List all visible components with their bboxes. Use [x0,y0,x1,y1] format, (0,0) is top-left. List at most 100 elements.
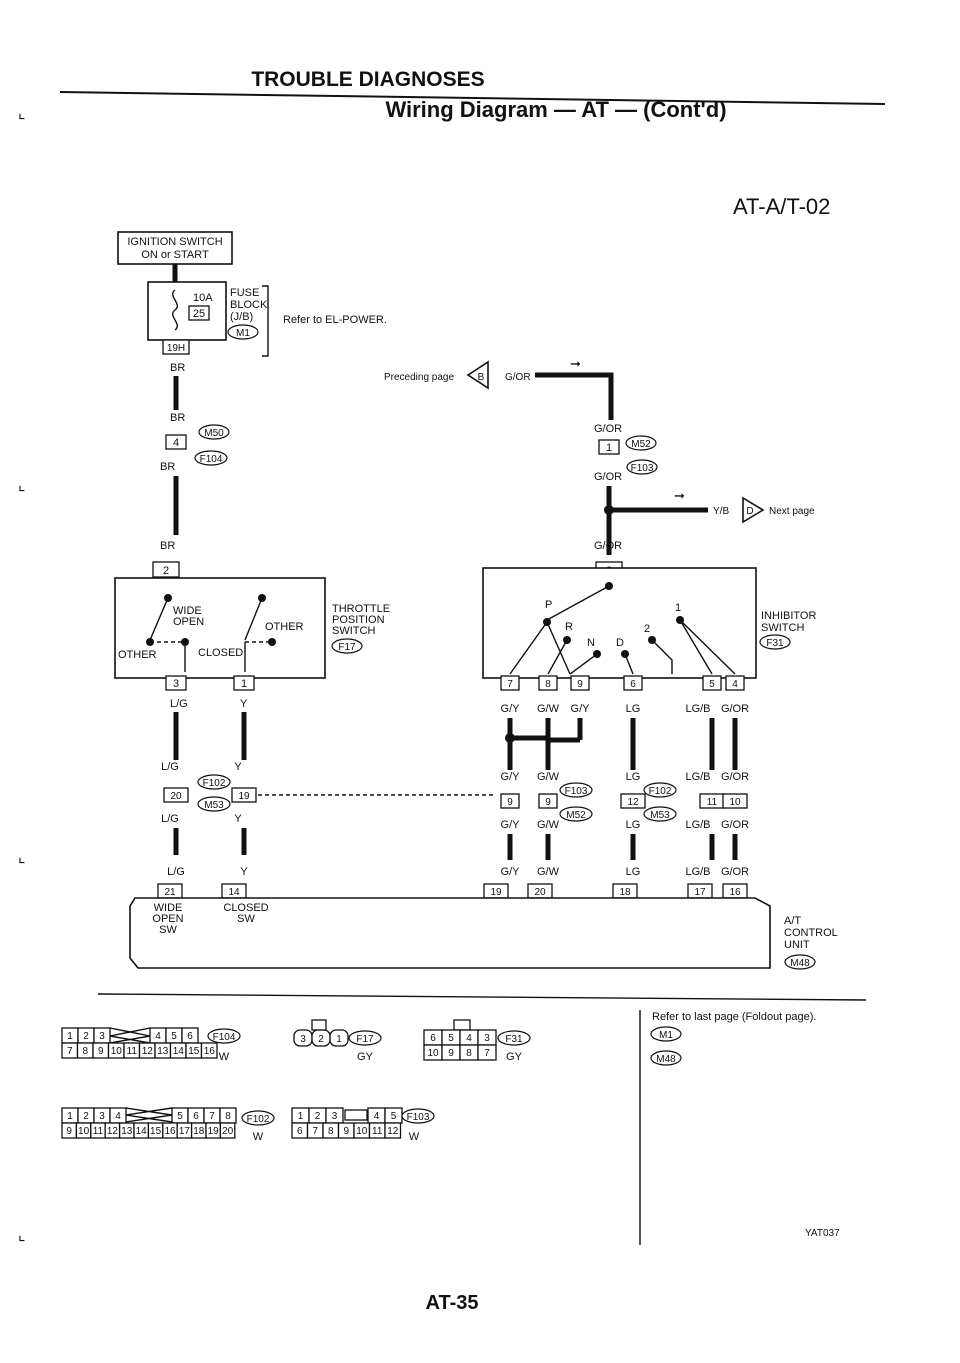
pos-2: 2 [644,623,650,635]
f31-oval [759,634,791,650]
f103-id: F103 [407,1112,430,1123]
mid-conn-m53-oval [197,796,231,812]
mid-right-wire-top: G/Y [501,771,521,783]
inhibitor-inner-wires [509,619,736,675]
throttle-contact-icon [268,638,276,646]
throttle-name-1: THROTTLE [332,603,390,615]
tcm-pin: 18 [619,887,631,898]
throttle-other-left: OTHER [118,649,157,661]
tcm-pin: 14 [228,887,240,898]
mid-left-pin-box [231,787,257,803]
wide-sw-1: WIDE [154,902,183,914]
f102-pin: 20 [222,1126,234,1137]
throttle-position-switch: THROTTLE POSITION SWITCH F17 WIDE OPEN O… [114,577,390,760]
f102-pin: 2 [83,1111,89,1122]
throttle-inner-wires [184,642,246,672]
f104-pin: 11 [127,1046,138,1057]
f17-pin: 2 [318,1034,324,1045]
f103-pin: 6 [297,1126,303,1137]
throttle-conn: F17 [338,642,356,653]
f17-pin: 1 [336,1034,342,1045]
f102-pin: 14 [136,1126,148,1137]
at-control-unit: A/T CONTROL UNIT M48 WIDE OPEN SW CLOSED… [129,897,838,970]
fuse-amp: 10A [193,292,213,304]
inhibitor-wire: G/Y [501,703,521,715]
f103-pin: 11 [372,1126,383,1137]
pos-n: N [587,637,595,649]
inhibitor-pin-box [702,675,722,691]
section-divider [97,993,867,1001]
throttle-wire-b: Y [240,698,248,710]
binder-mark: ⌞ [18,105,26,122]
f103-pin: 2 [315,1111,321,1122]
f103-pin: 10 [356,1126,368,1137]
mid-right-wire-bot: G/Y [501,819,521,831]
m50-oval [198,424,230,440]
f104-pin: 4 [155,1031,161,1042]
f104-id: F104 [213,1032,236,1043]
f31-pin: 10 [427,1048,439,1059]
next-arrow-icon [742,496,765,524]
f103-pin: 12 [387,1126,399,1137]
inhibitor-pin: 7 [507,679,513,690]
mid-right-pin: 9 [507,797,513,808]
fuse-conn: M1 [236,328,250,339]
f102-pin: 8 [225,1111,231,1122]
throttle-wide-2: OPEN [173,616,204,628]
preceding-letter: B [478,372,485,383]
wire-br-2: BR [170,412,185,424]
inhibitor-pin: 8 [545,679,551,690]
ignition-label-1: IGNITION SWITCH [127,236,222,248]
wire-gor-2: G/OR [594,423,622,435]
f104-pin: 13 [157,1046,169,1057]
f104-pin: 6 [187,1031,193,1042]
mid-conn-m53-r-oval [643,806,677,822]
f102-pin: 15 [150,1126,162,1137]
pin-19h: 19H [167,343,185,354]
mid-conn-m53-r: M53 [650,810,670,821]
mid-wire-bot: L/G [161,813,179,825]
tcm-pin: 20 [534,887,546,898]
f31-id: F31 [505,1034,523,1045]
f17-cell [329,1029,349,1047]
mid-conn-f103: F103 [565,786,588,797]
inhibitor-wire: LG/B [685,703,710,715]
f103-pin: 5 [391,1111,397,1122]
wire-br-3: BR [160,461,175,473]
f102-pin: 7 [209,1111,215,1122]
f104-cross-icon [109,1027,151,1044]
mid-conn-m53: M53 [204,800,224,811]
throttle-closed: CLOSED [198,647,243,659]
f102-pin: 16 [164,1126,176,1137]
mid-left-pin-box [163,787,189,803]
fuse-block-1: FUSE [230,287,259,299]
next-label: Next page [769,506,815,517]
fuse-block-2: BLOCK [230,299,268,311]
mid-conn-m52: M52 [566,810,586,821]
preceding-branch: Preceding page B G/OR ➞ G/OR 1 M52 F103 … [384,356,815,578]
f17-key-icon [311,1019,327,1031]
mid-conn-f102-r: F102 [649,786,672,797]
f102-pin: 12 [107,1126,119,1137]
f103-pin: 9 [343,1126,349,1137]
f17-color: GY [357,1051,374,1063]
f104-pin: 12 [142,1046,154,1057]
preceding-wire: G/OR [505,372,531,383]
f104-pin: 10 [111,1046,123,1057]
header-rule [59,91,886,105]
wire-gor-4: G/OR [594,540,622,552]
tcm-wire-label: G/W [537,866,560,878]
ref-m48: M48 [656,1054,676,1065]
pos-d: D [616,637,624,649]
throttle-pin-a: 3 [173,678,179,690]
f104-pin: 7 [67,1046,73,1057]
conn-m52: M52 [631,439,651,450]
ignition-label-2: ON or START [141,249,209,261]
mid-conn-f102: F102 [203,778,226,789]
mid-conn-f102-oval [197,774,231,790]
splice-dot [505,733,515,743]
inhibitor-wire: LG [626,703,641,715]
pin-1: 1 [606,442,612,454]
f103-key-icon [344,1109,368,1121]
